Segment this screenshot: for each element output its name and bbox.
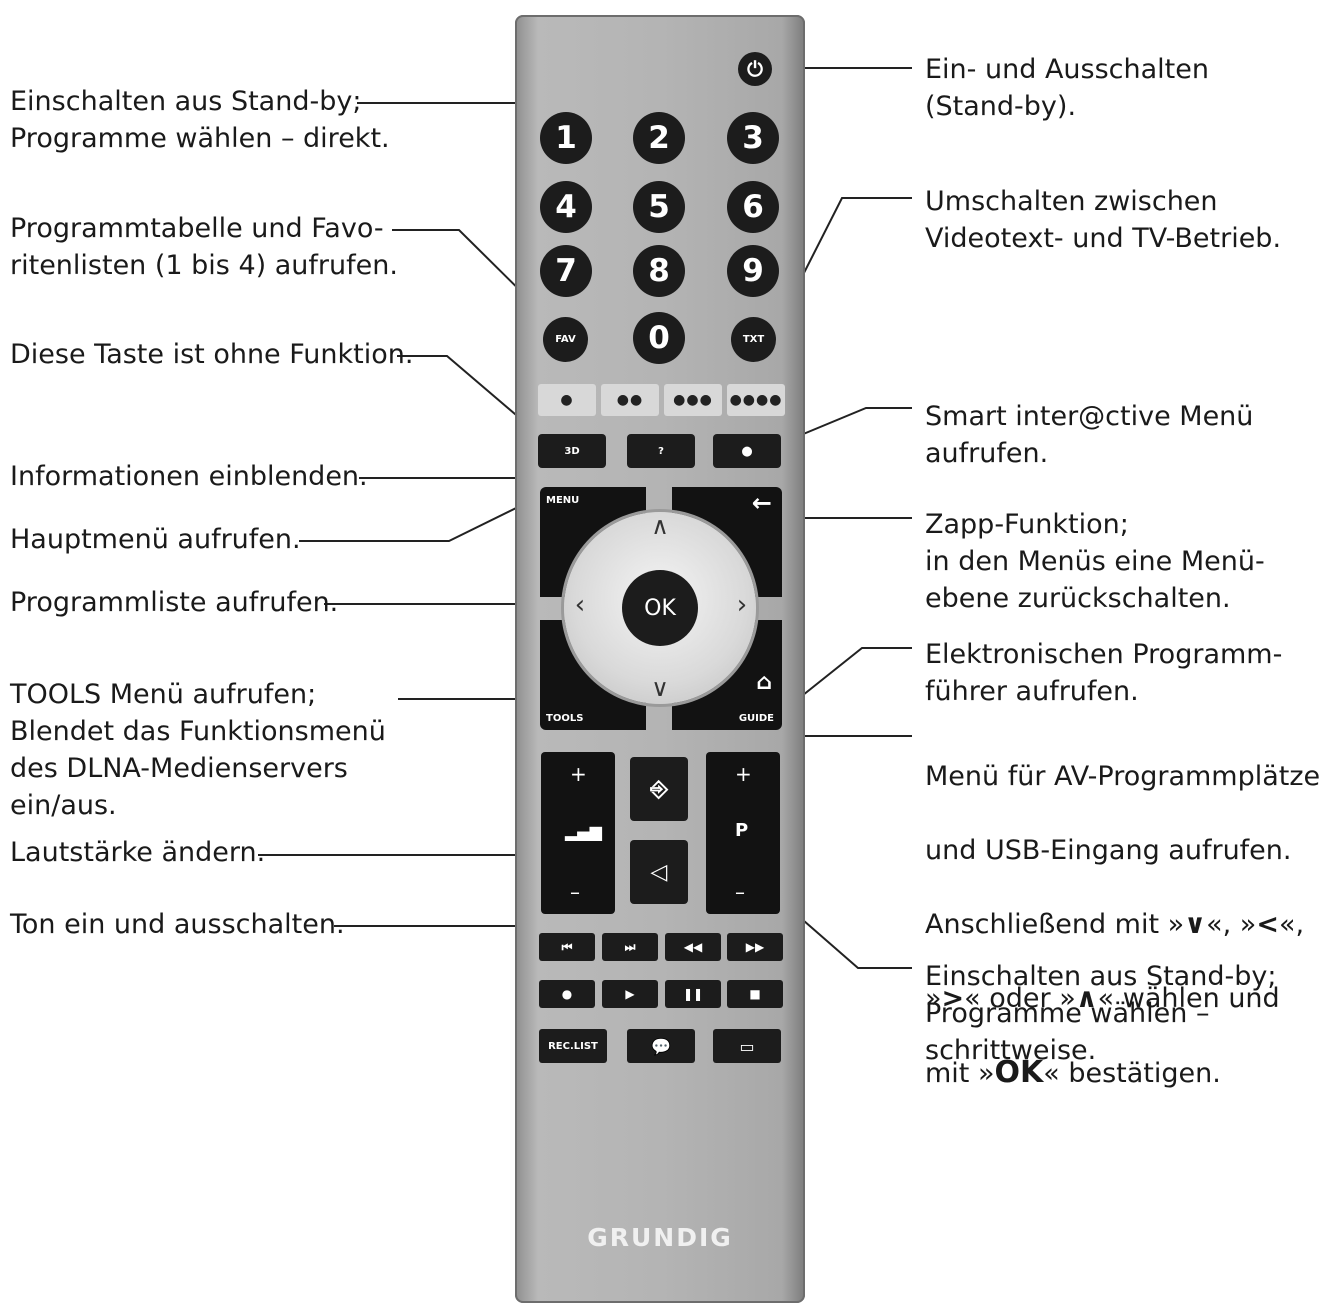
nav-up-button[interactable]: ∧ <box>640 512 680 542</box>
skip-forward-button[interactable]: ⏭ <box>602 933 658 961</box>
label-mute: Ton ein und ausschalten. <box>10 909 345 940</box>
txt-button[interactable]: TXT <box>731 317 776 362</box>
color-button-1[interactable]: ● <box>538 384 596 416</box>
label-av-line2: und USB-Eingang aufrufen. <box>925 835 1292 866</box>
line-epg <box>777 647 912 716</box>
skip-forward-icon: ⏭ <box>624 939 636 954</box>
volume-rocker[interactable]: + ▂▄▆ – <box>541 752 615 914</box>
label-standby-direct: Einschalten aus Stand-by; Programme wähl… <box>10 86 390 154</box>
ok-button[interactable]: OK <box>622 570 698 646</box>
label-epg: Elektronischen Programm- führer aufrufen… <box>925 639 1283 707</box>
pause-icon: ❚❚ <box>682 987 704 1001</box>
mute-button[interactable]: ◁ <box>630 840 688 904</box>
power-button[interactable]: ⏻ <box>738 52 772 86</box>
label-smart: Smart inter@ctive Menü aufrufen. <box>925 401 1254 469</box>
stop-button[interactable]: ■ <box>727 980 783 1008</box>
nav-down-button[interactable]: ∨ <box>640 674 680 704</box>
nav-right-button[interactable]: › <box>730 590 754 624</box>
chevron-left-icon: < <box>1256 909 1279 940</box>
digit-9-button[interactable]: 9 <box>727 245 779 297</box>
record-button[interactable]: ● <box>539 980 595 1008</box>
label-standby-step: Einschalten aus Stand-by; Programme wähl… <box>925 961 1277 1066</box>
label-tools: TOOLS Menü aufrufen; Blendet das Funktio… <box>10 679 386 821</box>
rec-list-button[interactable]: REC.LIST <box>539 1029 607 1063</box>
volume-plus: + <box>570 762 587 786</box>
voice-search-button[interactable]: 💬 <box>627 1029 695 1063</box>
label-av-line5: mit »OK« bestätigen. <box>925 1055 1221 1090</box>
pause-button[interactable]: ❚❚ <box>665 980 721 1008</box>
record-icon: ● <box>561 987 573 1001</box>
label-program-list: Programmliste aufrufen. <box>10 587 339 618</box>
volume-bars-icon: ▂▄▆ <box>565 822 602 841</box>
digit-6-button[interactable]: 6 <box>727 181 779 233</box>
skip-back-button[interactable]: ⏮ <box>539 933 595 961</box>
digit-2-button[interactable]: 2 <box>633 112 685 164</box>
color-button-3[interactable]: ●●● <box>664 384 722 416</box>
play-icon: ▶ <box>625 987 635 1001</box>
speech-bubble-icon: 💬 <box>651 1036 671 1056</box>
smart-interactive-button[interactable]: ● <box>713 434 781 468</box>
screen-icon: ▭ <box>739 1036 755 1056</box>
chevron-down-icon: ∨ <box>651 674 669 702</box>
digit-1-button[interactable]: 1 <box>540 112 592 164</box>
skip-back-icon: ⏮ <box>561 939 573 954</box>
digit-3-button[interactable]: 3 <box>727 112 779 164</box>
chevron-right-icon: › <box>736 590 748 620</box>
program-minus: – <box>735 880 745 904</box>
digit-7-button[interactable]: 7 <box>540 245 592 297</box>
label-volume: Lautstärke ändern. <box>10 837 266 868</box>
home-icon: ⌂ <box>756 670 772 695</box>
chevron-up-icon: ∧ <box>651 512 669 540</box>
volume-minus: – <box>570 880 580 904</box>
brand-logo: GRUNDIG <box>587 1223 733 1252</box>
fast-forward-button[interactable]: ▶▶ <box>727 933 783 961</box>
info-button[interactable]: ? <box>627 434 695 468</box>
program-plus: + <box>735 762 752 786</box>
subtitle-button[interactable]: ▭ <box>713 1029 781 1063</box>
power-icon: ⏻ <box>747 57 763 81</box>
fast-forward-icon: ▶▶ <box>745 940 765 954</box>
digit-5-button[interactable]: 5 <box>633 181 685 233</box>
digit-8-button[interactable]: 8 <box>633 245 685 297</box>
line-3d <box>397 355 544 439</box>
label-av-line1: Menü für AV-Programmplätze <box>925 761 1321 792</box>
label-teletext: Umschalten zwischen Videotext- und TV-Be… <box>925 186 1282 254</box>
chevron-left-icon: ‹ <box>574 590 586 620</box>
nav-left-button[interactable]: ‹ <box>568 590 592 624</box>
globe-icon: ● <box>741 443 753 459</box>
stop-icon: ■ <box>749 987 761 1001</box>
3d-button[interactable]: 3D <box>538 434 606 468</box>
label-info: Informationen einblenden. <box>10 461 368 492</box>
chevron-up-icon: ∧ <box>1075 983 1098 1014</box>
color-button-4[interactable]: ●●●● <box>727 384 785 416</box>
back-arrow-icon: ← <box>751 489 772 517</box>
play-button[interactable]: ▶ <box>602 980 658 1008</box>
label-av-line4: »>« oder »∧« wählen und <box>925 983 1280 1014</box>
av-input-button[interactable]: ⎆ <box>630 757 688 821</box>
program-p: P <box>735 820 749 841</box>
label-av-line3: Anschließend mit »∨«, »<«, <box>925 909 1305 940</box>
color-button-2[interactable]: ●● <box>601 384 659 416</box>
label-favorites: Programmtabelle und Favo- ritenlisten (1… <box>10 213 398 281</box>
rewind-button[interactable]: ◀◀ <box>665 933 721 961</box>
label-main-menu: Hauptmenü aufrufen. <box>10 524 301 555</box>
input-source-icon: ⎆ <box>650 776 668 802</box>
label-no-function: Diese Taste ist ohne Funktion. <box>10 339 414 370</box>
line-pstep <box>779 899 912 969</box>
chevron-down-icon: ∨ <box>1184 909 1207 940</box>
digit-4-button[interactable]: 4 <box>540 181 592 233</box>
mute-speaker-icon: ◁ <box>650 859 668 885</box>
program-rocker[interactable]: + P – <box>706 752 780 914</box>
label-power: Ein- und Ausschalten (Stand-by). <box>925 54 1209 122</box>
chevron-right-icon: > <box>941 983 965 1014</box>
label-av: Menü für AV-Programmplätze und USB-Einga… <box>925 721 1320 1129</box>
fav-button[interactable]: FAV <box>543 317 588 362</box>
digit-0-button[interactable]: 0 <box>633 312 685 364</box>
rewind-icon: ◀◀ <box>683 940 703 954</box>
label-zapp: Zapp-Funktion; in den Menüs eine Menü- e… <box>925 509 1265 614</box>
